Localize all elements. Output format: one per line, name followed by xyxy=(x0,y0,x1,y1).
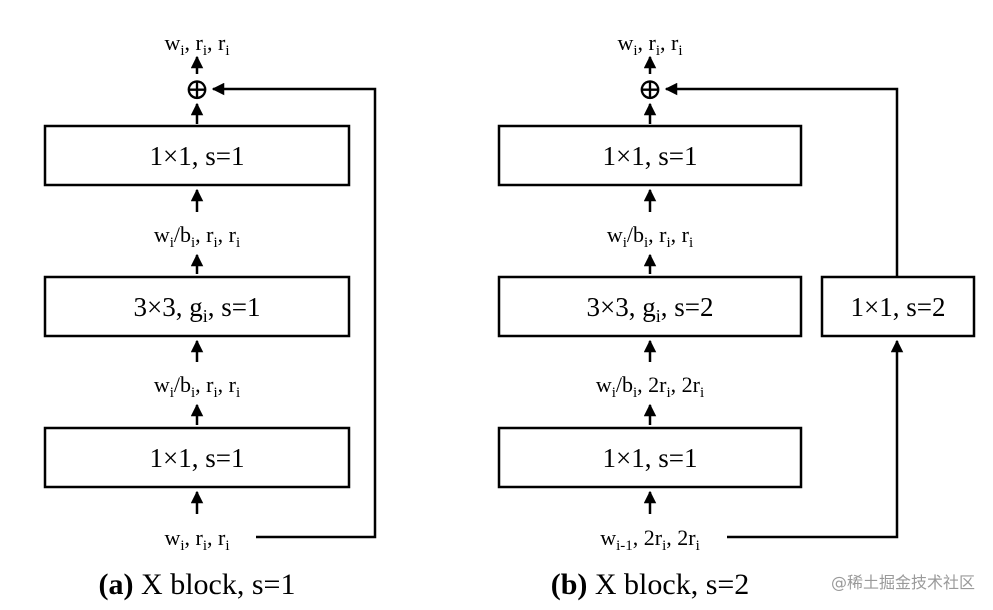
panel-a-conv1x1-top-box xyxy=(43,124,351,187)
panel-b-conv3x3-box xyxy=(497,275,803,338)
watermark: @稀土掘金技术社区 xyxy=(831,573,975,592)
panel-b-conv3x3-label: 3×3, gi, s=2 xyxy=(587,292,714,326)
panel-b-caption: (b) X block, s=2 xyxy=(551,568,750,601)
panel-a-conv3x3-box xyxy=(43,275,351,338)
panel-b-conv1x1-top-box xyxy=(497,124,803,187)
panel-b-output-label: wi, ri, ri xyxy=(617,30,682,59)
panel-a-conv1x1-bottom-box xyxy=(43,426,351,489)
panel-b-shortcut-label: 1×1, s=2 xyxy=(851,292,946,322)
panel-a-identity-shortcut xyxy=(211,82,377,539)
panel-a-input-label: wi, ri, ri xyxy=(164,525,229,554)
panel-b-conv1x1-bottom-box xyxy=(497,426,803,489)
panel-b-shortcut-out xyxy=(664,82,899,277)
panel-b-mid-label-2: wi/bi, 2ri, 2ri xyxy=(596,372,704,401)
panel-a: wi, ri, ri ⊕ 1×1, s=1 wi/bi, ri, ri 3×3,… xyxy=(43,30,377,601)
panel-b-conv1x1-bottom-label: 1×1, s=1 xyxy=(603,443,698,473)
panel-b-input-label: wi-1, 2ri, 2ri xyxy=(600,525,700,554)
panel-a-sum-node: ⊕ xyxy=(184,73,209,106)
panel-a-mid-label-2: wi/bi, ri, ri xyxy=(154,372,240,401)
panel-a-caption: (a) X block, s=1 xyxy=(99,568,296,601)
panel-b-mid-label-1: wi/bi, ri, ri xyxy=(607,222,693,251)
panel-b: wi, ri, ri ⊕ 1×1, s=1 wi/bi, ri, ri 3×3,… xyxy=(497,30,976,601)
panel-a-output-label: wi, ri, ri xyxy=(164,30,229,59)
panel-a-mid-label-1: wi/bi, ri, ri xyxy=(154,222,240,251)
panel-a-conv3x3-label: 3×3, gi, s=1 xyxy=(134,292,261,326)
panel-b-conv1x1-top-label: 1×1, s=1 xyxy=(603,141,698,171)
panel-b-shortcut-in xyxy=(727,339,904,539)
panel-b-sum-node: ⊕ xyxy=(637,73,662,106)
panel-a-conv1x1-top-label: 1×1, s=1 xyxy=(150,141,245,171)
panel-a-conv1x1-bottom-label: 1×1, s=1 xyxy=(150,443,245,473)
